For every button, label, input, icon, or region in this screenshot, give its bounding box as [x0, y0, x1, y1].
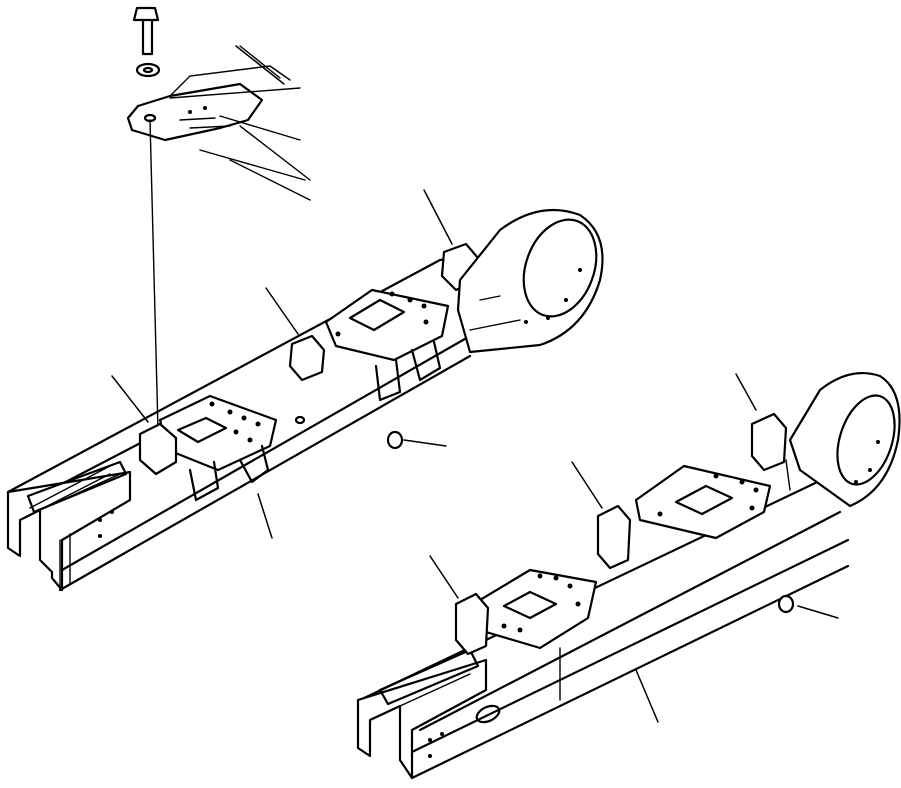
washer [135, 62, 161, 78]
plug-left [386, 430, 404, 450]
guard-outline-sketch [169, 45, 311, 201]
plug-right [777, 594, 795, 614]
track-frame-right [356, 372, 901, 780]
leader-lines [111, 45, 839, 723]
bolt-centerline [149, 119, 159, 431]
guard-plate [126, 65, 291, 142]
track-frame-left [6, 208, 604, 592]
bolt [132, 6, 160, 56]
